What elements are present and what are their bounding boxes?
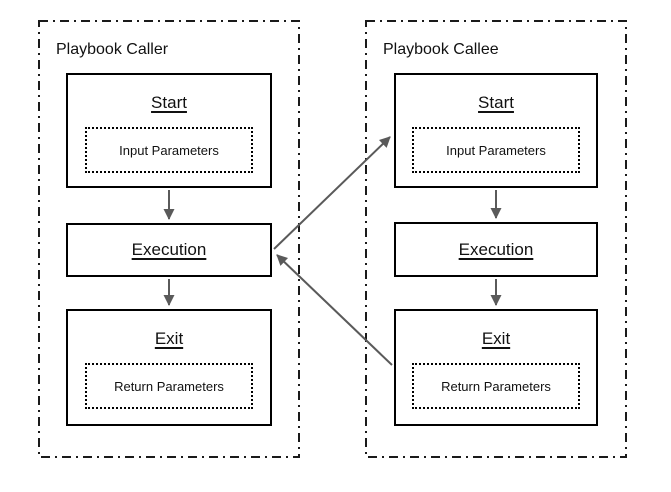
- callee-frame-title: Playbook Callee: [383, 41, 499, 58]
- callee-exit-node: Exit Return Parameters: [394, 309, 598, 426]
- caller-start-node: Start Input Parameters: [66, 73, 272, 188]
- caller-frame: [38, 20, 300, 458]
- caller-exit-label: Exit: [154, 329, 184, 348]
- callee-input-parameters-box: Input Parameters: [412, 127, 580, 173]
- caller-execution-label: Execution: [131, 240, 207, 259]
- caller-return-parameters-box: Return Parameters: [85, 363, 253, 409]
- caller-start-label: Start: [151, 93, 187, 112]
- caller-input-parameters-box: Input Parameters: [85, 127, 253, 173]
- arrow-caller-execution-to-callee-start: [273, 136, 391, 250]
- callee-input-parameters-label: Input Parameters: [446, 142, 546, 158]
- callee-return-parameters-box: Return Parameters: [412, 363, 580, 409]
- callee-start-node: Start Input Parameters: [394, 73, 598, 188]
- caller-return-parameters-label: Return Parameters: [114, 378, 224, 394]
- callee-start-label: Start: [478, 93, 514, 112]
- callee-exit-label: Exit: [481, 329, 511, 348]
- callee-return-parameters-label: Return Parameters: [441, 378, 551, 394]
- caller-input-parameters-label: Input Parameters: [119, 142, 219, 158]
- callee-execution-label: Execution: [458, 239, 534, 259]
- caller-execution-node: Execution: [66, 223, 272, 277]
- callee-execution-node: Execution: [394, 222, 598, 277]
- caller-frame-title: Playbook Caller: [56, 41, 169, 58]
- caller-exit-node: Exit Return Parameters: [66, 309, 272, 426]
- callee-frame: [365, 20, 627, 458]
- arrow-callee-exit-to-caller-execution: [276, 254, 393, 366]
